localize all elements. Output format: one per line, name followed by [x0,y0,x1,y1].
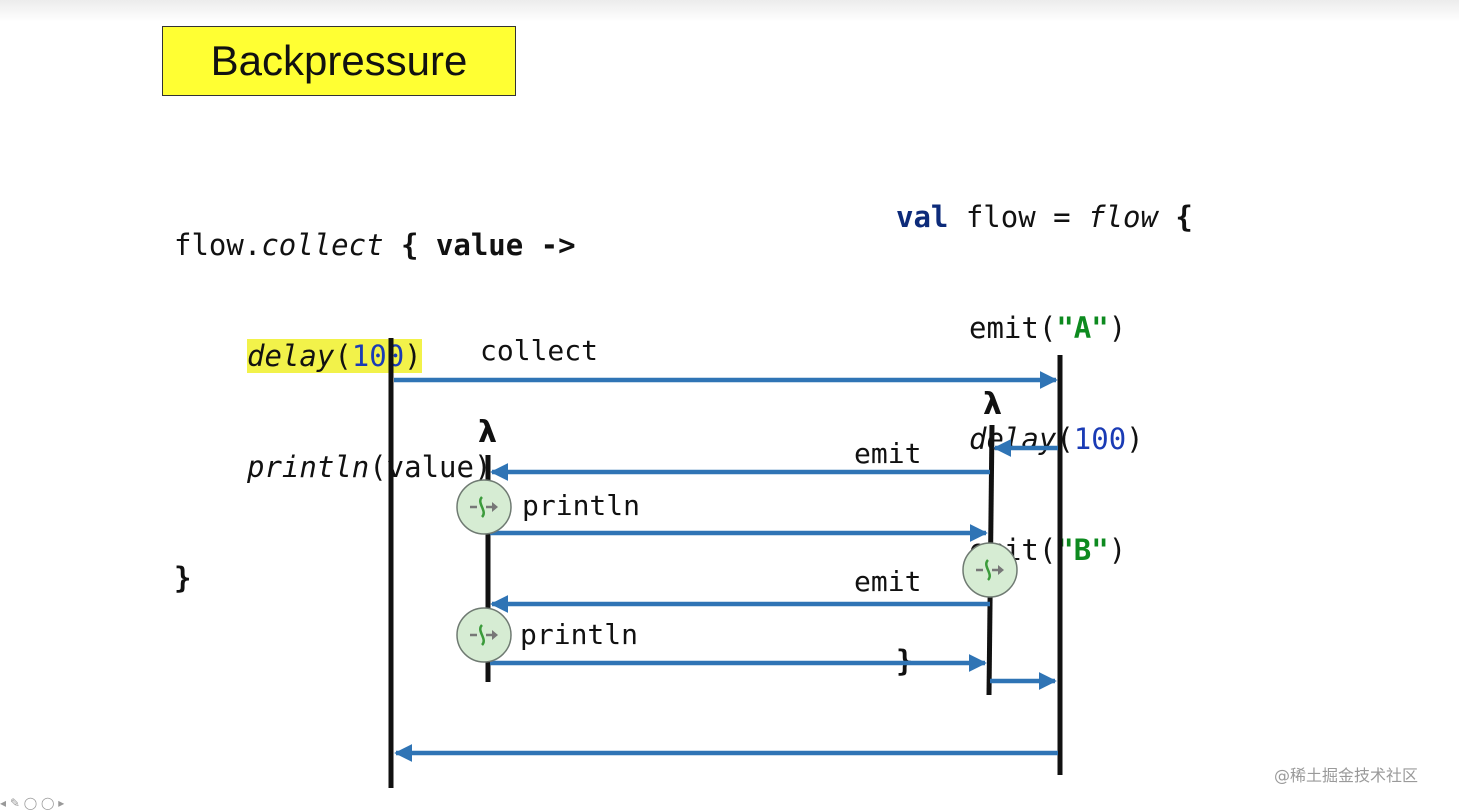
slide-title: Backpressure [162,26,516,96]
code-token: println [247,450,370,484]
println-label-2: println [520,618,638,651]
suspend-icon [961,541,1019,599]
code-token: flow. [174,228,262,262]
code-token: { [383,228,436,262]
emitter-code-line-1: val flow = flow { [896,199,1193,236]
code-token: flow [1088,200,1158,234]
code-token: ( [334,339,352,373]
code-token: ) [1108,533,1127,567]
code-token: ) [404,339,422,373]
suspend-icon [455,606,513,664]
slide-toolbar[interactable]: ◂ ✎ ◯ ◯ ▸ [0,796,65,810]
code-token: delay [969,422,1057,456]
collect-label: collect [480,334,598,367]
code-token: value -> [435,228,576,262]
collector-code-line-4: } [174,561,192,595]
top-band [0,0,1459,22]
code-token: emit( [969,311,1057,345]
code-token: "A" [1056,311,1109,345]
code-token: ) [1126,422,1144,456]
code-token: "B" [1056,533,1109,567]
emitter-code-line-3: delay(100) [896,421,1193,458]
code-token: ) [1108,311,1127,345]
emit-label-1: emit [854,437,921,470]
code-token: { [1157,200,1193,234]
println-label-1: println [522,489,640,522]
emit-label-2: emit [854,565,921,598]
suspend-icon [455,478,513,536]
emitter-code-line-2: emit("A") [896,310,1193,347]
lambda-left-label: λ [478,415,497,450]
code-token: 100 [351,339,405,373]
collector-code-line-1: flow.collect { value -> [174,227,576,264]
slide-title-text: Backpressure [210,37,468,84]
code-token: collect [261,228,384,262]
code-token: delay [247,339,335,373]
code-token: flow = [948,200,1089,234]
code-token: 100 [1073,422,1127,456]
watermark: @稀土掘金技术社区 [1274,766,1419,785]
lambda-right-label: λ [983,387,1002,422]
code-token: val [896,200,949,234]
